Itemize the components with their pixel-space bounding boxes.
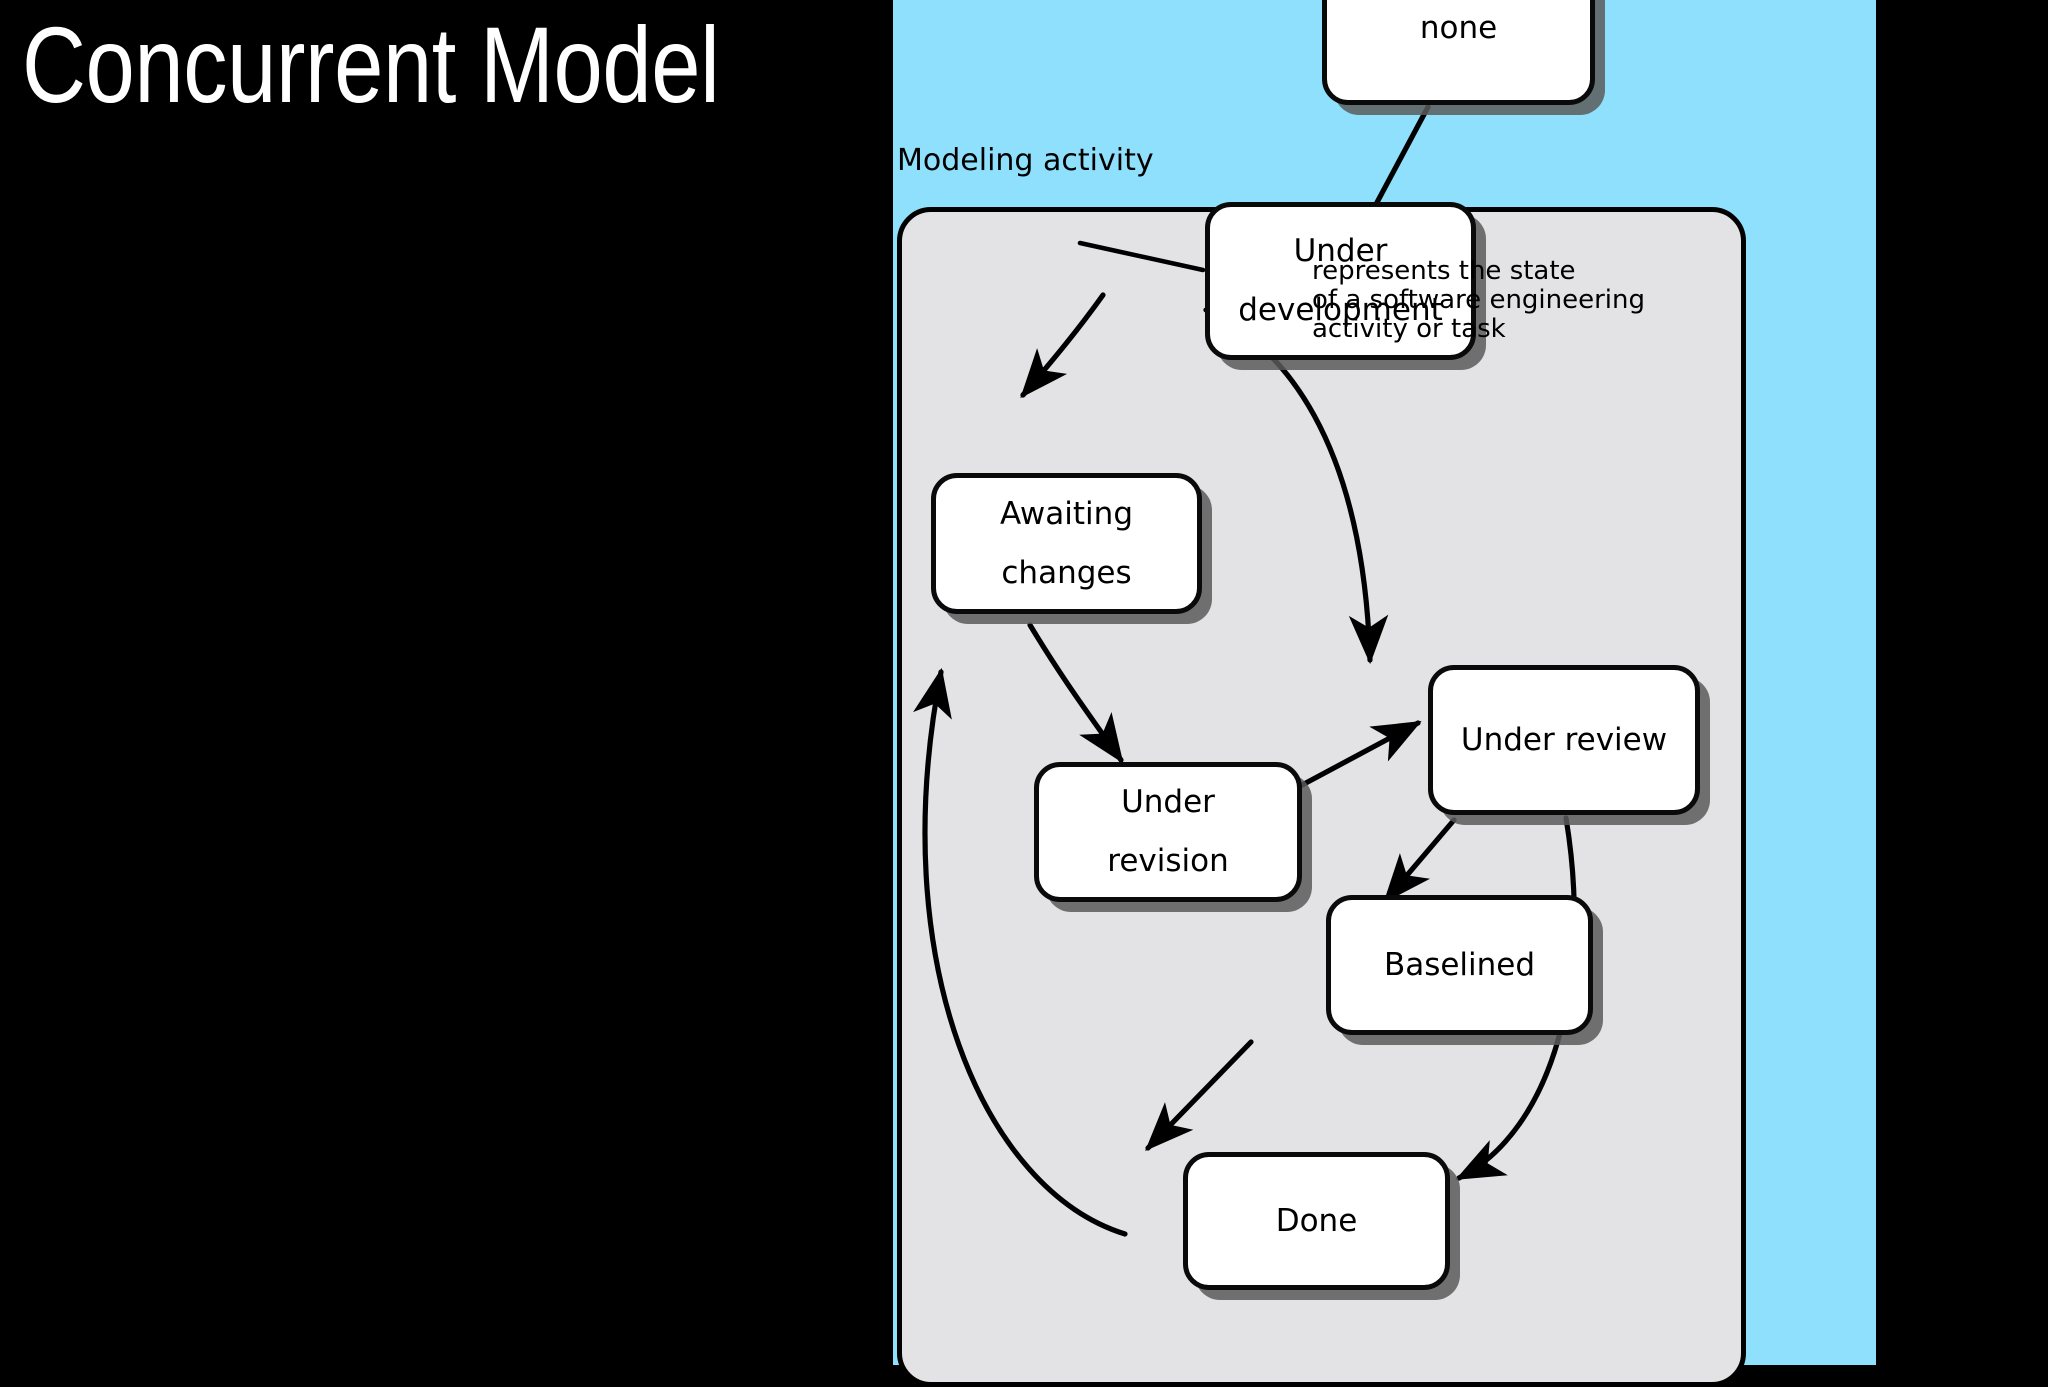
state-node-under-revision[interactable]: Under revision <box>1034 762 1302 902</box>
page-title: Concurrent Model <box>22 4 720 125</box>
modeling-activity-label: Modeling activity <box>897 143 1154 178</box>
annotation-text: represents the state of a software engin… <box>1312 256 1646 345</box>
state-label: none <box>1419 10 1498 47</box>
state-label-line1: Under <box>1121 784 1215 821</box>
state-label: Done <box>1275 1202 1358 1239</box>
state-label: Under review <box>1460 721 1668 758</box>
state-node-awaiting-changes[interactable]: Awaiting changes <box>931 473 1202 614</box>
figure-panel: Modeling activity <box>893 0 1876 1387</box>
state-label: Baselined <box>1383 946 1536 983</box>
state-node-under-review[interactable]: Under review <box>1428 665 1700 815</box>
state-label-line2: changes <box>1001 554 1132 591</box>
state-label-line2: revision <box>1107 843 1229 879</box>
state-node-baselined[interactable]: Baselined <box>1326 895 1593 1035</box>
state-node-done[interactable]: Done <box>1183 1152 1450 1290</box>
state-node-none[interactable]: none <box>1322 0 1595 105</box>
state-label-line1: Awaiting <box>999 495 1133 532</box>
